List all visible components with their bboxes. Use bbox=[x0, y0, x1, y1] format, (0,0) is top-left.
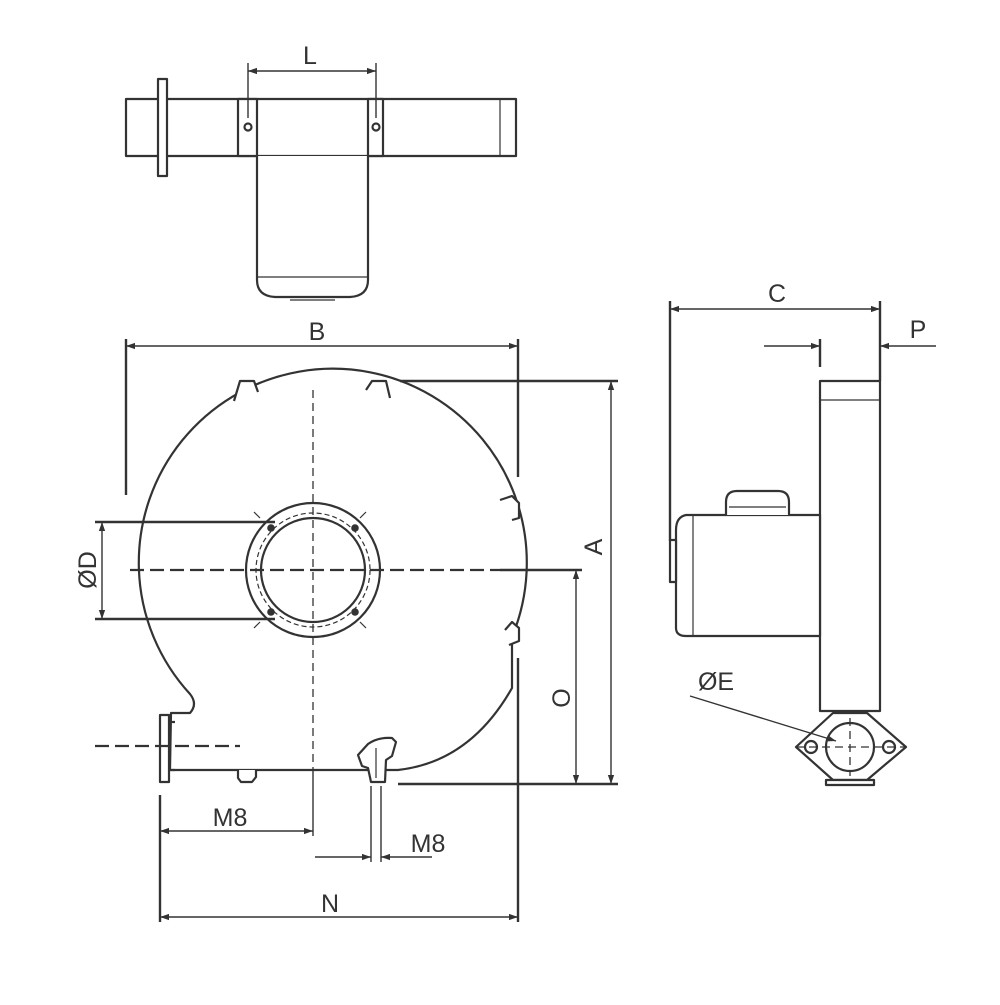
mount-hole-right bbox=[371, 122, 381, 132]
housing-tab-right-upper bbox=[499, 494, 521, 522]
dimension-label-N: N bbox=[321, 890, 339, 918]
top-view: L bbox=[124, 42, 518, 301]
housing-tab-right-lower bbox=[504, 620, 521, 647]
dimension-label-M8-left: M8 bbox=[213, 804, 248, 832]
dimension-label-C: C bbox=[768, 280, 786, 308]
inlet-bolt-hole-3 bbox=[267, 608, 275, 616]
front-view bbox=[95, 367, 528, 784]
dimension-label-M8-bottom: M8 bbox=[411, 830, 446, 858]
top-view-outlet-flange bbox=[156, 77, 169, 178]
inlet-bolt-hole-4 bbox=[351, 608, 359, 616]
dimension-label-E: ØE bbox=[698, 668, 734, 696]
side-view-terminal-box bbox=[724, 489, 791, 515]
inlet-bolt-hole-1 bbox=[267, 524, 275, 532]
drain-plug bbox=[356, 736, 398, 784]
dimension-label-D: ØD bbox=[74, 551, 102, 589]
dimension-E: ØE bbox=[689, 668, 837, 742]
dimension-label-P: P bbox=[910, 316, 927, 344]
side-view-housing bbox=[818, 379, 882, 713]
housing-tab-top-left bbox=[232, 379, 260, 402]
side-view-flange-base bbox=[824, 778, 876, 787]
mount-hole-left bbox=[243, 122, 253, 132]
housing-foot-left bbox=[236, 770, 258, 784]
top-view-motor bbox=[255, 156, 370, 299]
dimension-B: B bbox=[124, 318, 520, 922]
dimension-A-O: A O bbox=[398, 379, 618, 786]
dimension-label-A: A bbox=[580, 538, 608, 555]
top-view-housing bbox=[124, 97, 518, 158]
side-view-motor-endcap bbox=[668, 538, 678, 584]
dimension-N: N bbox=[160, 890, 518, 921]
side-view bbox=[668, 379, 908, 787]
dimension-C-P: C P bbox=[668, 280, 936, 541]
dimension-M8-bottom: M8 bbox=[315, 786, 445, 862]
inlet-bolt-hole-2 bbox=[351, 524, 359, 532]
dimension-label-B: B bbox=[309, 318, 326, 346]
dimension-label-O: O bbox=[548, 688, 576, 707]
dimension-label-L: L bbox=[303, 42, 317, 70]
dimension-D: ØD bbox=[74, 520, 275, 621]
front-view-outlet-flange bbox=[158, 713, 171, 784]
side-view-motor bbox=[674, 513, 822, 638]
dimension-M8-left: M8 bbox=[158, 770, 314, 922]
housing-tab-top-right bbox=[365, 379, 392, 399]
